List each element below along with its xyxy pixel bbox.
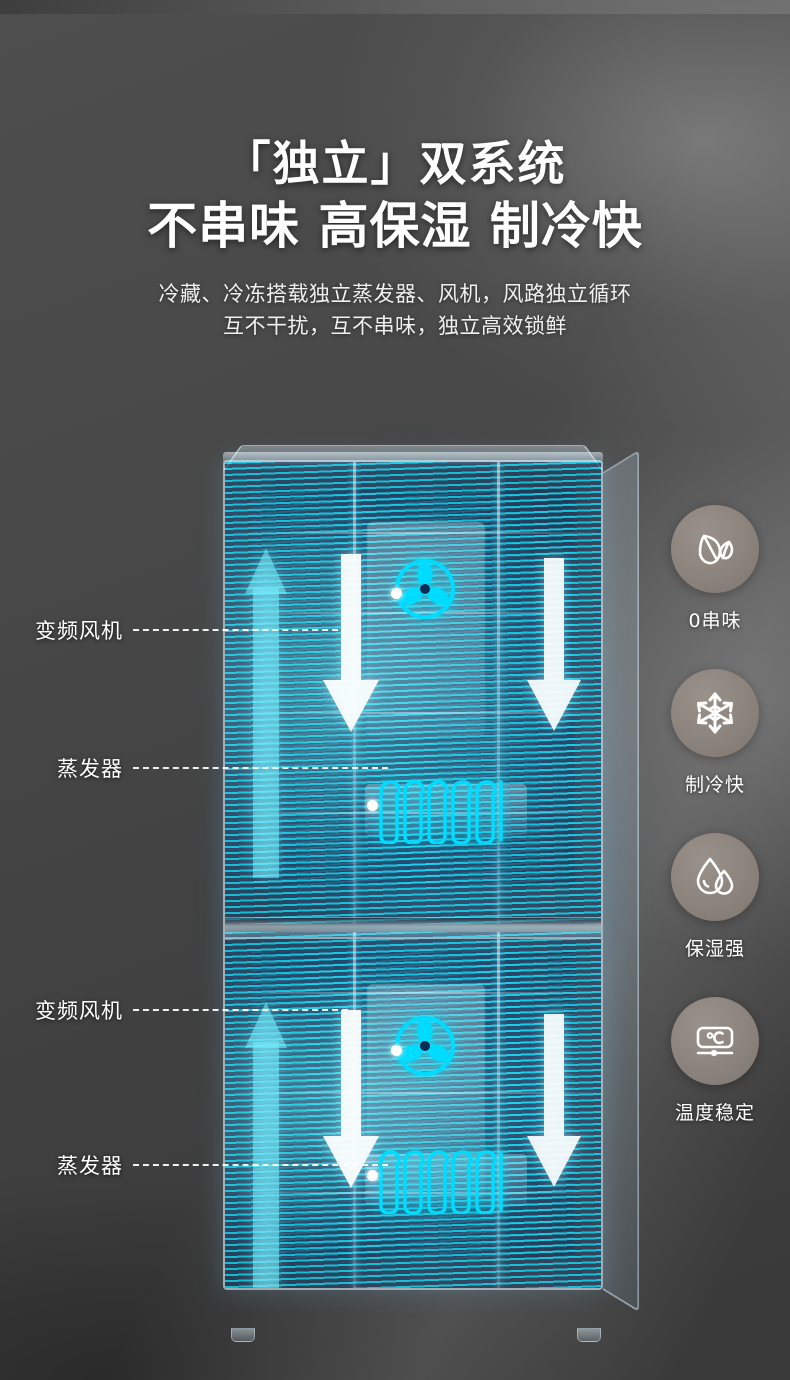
cabinet-foot: [231, 1328, 255, 1342]
cold-field-lower: [225, 932, 601, 1288]
upper-compartment: [225, 462, 601, 924]
feature-label: 制冷快: [684, 774, 745, 796]
airflow-return-up: [245, 1002, 287, 1288]
airflow-arrow-down: [323, 554, 379, 732]
fan-callout-dot: [391, 1045, 402, 1056]
callout-leader-line: [133, 767, 388, 769]
fan-callout-dot: [391, 588, 402, 599]
shelf-line: [229, 812, 597, 814]
snowflake-icon: [697, 692, 733, 734]
headline-line-1: 「独立」双系统: [223, 137, 567, 192]
evaporator-callout-dot: [367, 1170, 378, 1181]
feature-label: 0串味: [688, 610, 742, 632]
feature-circle: [671, 669, 759, 757]
shelf-line: [229, 712, 597, 714]
feature-circle: [671, 833, 759, 921]
airflow-return-up: [245, 548, 287, 878]
cabinet-foot: [577, 1328, 601, 1342]
temperature-display-icon: [696, 1026, 734, 1057]
door-mullion: [497, 932, 500, 1288]
callout-lower-fan: 变频风机: [35, 995, 348, 1025]
subtitle-line-1: 冷藏、冷冻搭载独立蒸发器、风机，风路独立循环: [158, 282, 632, 306]
subtitle-block: 冷藏、冷冻搭载独立蒸发器、风机，风路独立循环 互不干扰，互不串味，独立高效锁鲜: [0, 278, 790, 342]
evaporator-coil-icon: [379, 780, 503, 844]
feature-item-fast-cooling[interactable]: 制冷快: [640, 669, 790, 797]
shelf-line: [229, 992, 597, 994]
callout-leader-line: [133, 1164, 388, 1166]
callout-leader-line: [133, 629, 348, 631]
airflow-arrow-down: [527, 1014, 581, 1187]
feature-label: 保湿强: [684, 938, 745, 960]
leaves-icon: [698, 534, 734, 565]
callout-lower-evaporator: 蒸发器: [57, 1150, 388, 1180]
lower-compartment: [225, 932, 601, 1288]
callout-upper-evaporator: 蒸发器: [57, 753, 388, 783]
variable-frequency-fan-icon: [395, 559, 455, 619]
cabinet-side-panel: [603, 449, 640, 1313]
airflow-arrow-down: [527, 558, 581, 731]
feature-circle: [671, 997, 759, 1085]
headline-block: 「独立」双系统 不串味 高保湿 制冷快 冷藏、冷冻搭载独立蒸发器、风机，风路独立…: [0, 136, 790, 342]
feature-circle: [671, 505, 759, 593]
door-mullion: [497, 462, 500, 924]
feature-icon-column: 0串味: [640, 505, 790, 1161]
evaporator-coil-icon: [379, 1150, 503, 1214]
callout-label: 蒸发器: [57, 757, 123, 781]
cabinet-body: [223, 460, 603, 1290]
headline-line-2: 不串味 高保湿 制冷快: [147, 197, 643, 255]
callout-upper-fan: 变频风机: [35, 615, 348, 645]
airflow-arrow-down: [323, 1010, 379, 1188]
shelf-line: [229, 532, 597, 534]
callout-label: 变频风机: [35, 619, 123, 643]
water-drops-icon: [696, 857, 734, 895]
evaporator-callout-dot: [367, 800, 378, 811]
callout-label: 变频风机: [35, 999, 123, 1023]
subtitle-line-2: 互不干扰，互不串味，独立高效锁鲜: [223, 314, 567, 338]
refrigerator-illustration: [185, 400, 665, 1342]
compartment-divider: [225, 917, 601, 939]
feature-item-humidity[interactable]: 保湿强: [640, 833, 790, 961]
airflow-duct-panel: [367, 522, 485, 737]
callout-leader-line: [133, 1009, 348, 1011]
cold-field-glow-lower: [225, 932, 601, 1288]
feature-label: 温度稳定: [674, 1102, 755, 1124]
shelf-line: [229, 1092, 597, 1094]
variable-frequency-fan-icon: [395, 1016, 455, 1076]
callout-label: 蒸发器: [57, 1154, 123, 1178]
shelf-line: [229, 1192, 597, 1194]
feature-item-no-odor[interactable]: 0串味: [640, 505, 790, 633]
feature-item-stable-temperature[interactable]: 温度稳定: [640, 997, 790, 1125]
